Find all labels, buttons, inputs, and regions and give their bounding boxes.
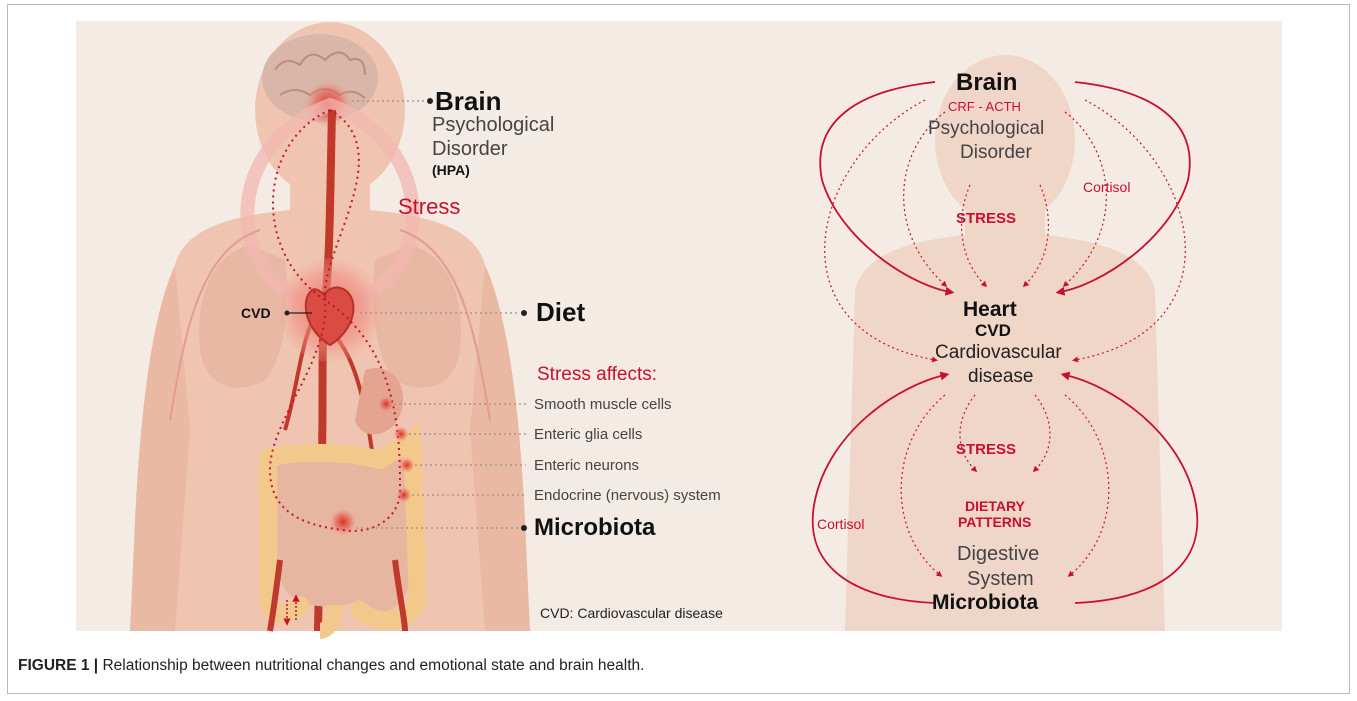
crf-acth-label: CRF - ACTH <box>948 100 1021 113</box>
heart-line2: disease <box>968 367 1034 386</box>
dietary-line1: DIETARY <box>965 499 1025 513</box>
intestines-shape <box>268 440 418 631</box>
heart-title: Heart <box>963 299 1017 320</box>
stress-affects-item-4: Endocrine (nervous) system <box>534 488 721 503</box>
left-microbiota-label: Microbiota <box>534 516 655 540</box>
cortisol-bottom-label: Cortisol <box>817 517 864 531</box>
figure-caption: FIGURE 1 | Relationship between nutritio… <box>18 657 644 675</box>
right-brain-title: Brain <box>956 71 1017 95</box>
left-diet-label: Diet <box>536 299 585 325</box>
right-brain-line2: Disorder <box>960 143 1032 162</box>
cvd-legend-note: CVD: Cardiovascular disease <box>540 606 723 620</box>
left-brain-hpa: (HPA) <box>432 163 470 177</box>
dietary-line2: PATTERNS <box>958 515 1031 529</box>
left-brain-line2: Disorder <box>432 139 508 159</box>
left-brain-title: Brain <box>435 88 501 114</box>
cortisol-top-label: Cortisol <box>1083 180 1130 194</box>
figure-caption-label: FIGURE 1 | <box>18 657 98 674</box>
digestive-line1: Digestive <box>957 544 1039 564</box>
left-brain-line1: Psychological <box>432 115 554 135</box>
stress-upper-label: STRESS <box>956 211 1016 226</box>
stress-lower-label: STRESS <box>956 442 1016 457</box>
right-brain-line1: Psychological <box>928 119 1044 138</box>
stress-affects-item-2: Enteric glia cells <box>534 427 642 442</box>
digestive-line2: System <box>967 569 1034 589</box>
figure-caption-text: Relationship between nutritional changes… <box>98 657 644 674</box>
stress-affects-item-3: Enteric neurons <box>534 458 639 473</box>
left-stress-label: Stress <box>398 196 460 218</box>
heart-cvd: CVD <box>975 322 1011 339</box>
stress-affects-item-1: Smooth muscle cells <box>534 397 672 412</box>
left-cvd-label: CVD <box>241 306 271 320</box>
stress-affects-title: Stress affects: <box>537 365 657 384</box>
heart-line1: Cardiovascular <box>935 343 1062 362</box>
heart-shape <box>278 258 382 362</box>
right-microbiota-title: Microbiota <box>932 592 1038 613</box>
